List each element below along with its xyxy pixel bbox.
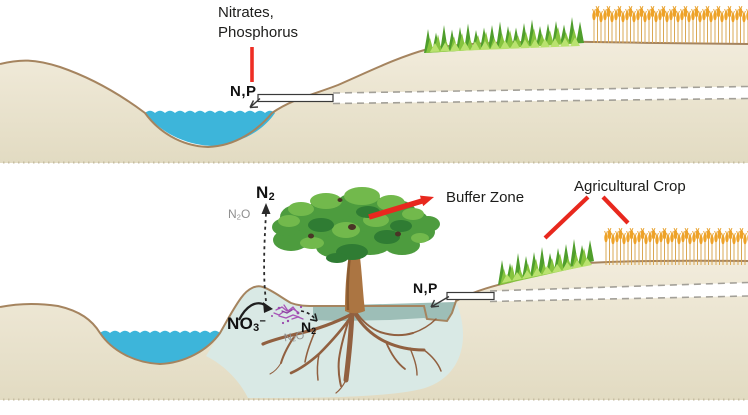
tree-canopy <box>272 187 440 263</box>
no3-to-microbes-arrow <box>237 302 273 321</box>
buffer-zone-pointer-arrow <box>368 195 434 220</box>
drain-pipe-arrow <box>249 93 334 109</box>
denitrifying-microbes-icon <box>271 304 304 325</box>
no3-label: NO3− <box>227 314 267 335</box>
crop-pointer-line-wheat <box>601 195 630 225</box>
np-label-top: N,P <box>230 83 257 100</box>
wheat-crop-icon <box>592 6 748 43</box>
buffer-zone-label: Buffer Zone <box>446 189 525 206</box>
n2-atmosphere-label: N2 <box>256 183 275 204</box>
n2o-atmosphere-label: N2O <box>228 207 251 222</box>
n2-groundwater-label: N2 <box>301 319 317 336</box>
nitrates-phosphorus-label: Nitrates, Phosphorus <box>218 4 299 41</box>
stream-water <box>100 330 220 364</box>
no-buffer-panel <box>0 6 748 164</box>
wheat-crop-icon <box>604 228 748 265</box>
drainage-channel <box>489 281 748 303</box>
microbes-to-n2-groundwater-arrow <box>300 310 318 322</box>
agricultural-crop-label: Agricultural Crop <box>574 178 686 195</box>
drainage-channel <box>332 85 748 105</box>
n2-emission-arrow <box>261 203 271 302</box>
np-label-bottom: N,P <box>413 280 438 296</box>
crop-pointer-line-grass <box>543 195 590 240</box>
drain-pipe-arrow <box>430 291 495 308</box>
grass-icon <box>498 239 594 285</box>
buffer-zone-panel <box>0 187 748 401</box>
tree-roots <box>261 309 442 394</box>
grass-icon <box>424 17 584 53</box>
